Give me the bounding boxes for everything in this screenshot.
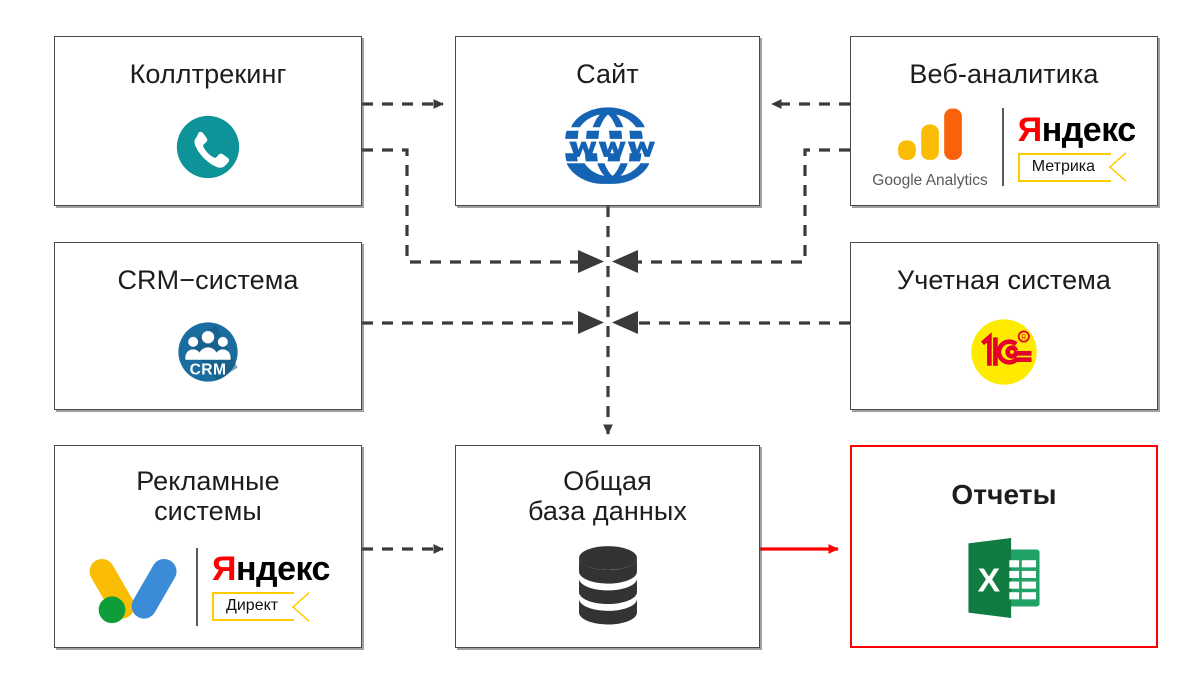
logo-divider bbox=[196, 547, 199, 626]
svg-text:X: X bbox=[978, 562, 1001, 600]
wire-calltracking-to-database bbox=[362, 148, 595, 264]
node-database[interactable]: Общая база данных bbox=[455, 445, 760, 648]
google-analytics-icon: Google Analytics bbox=[872, 105, 988, 190]
node-site-label: Сайт bbox=[576, 59, 639, 89]
1c-icon: R bbox=[851, 295, 1157, 409]
google-ads-icon bbox=[86, 541, 182, 632]
node-ads-label: Рекламные системы bbox=[136, 466, 280, 527]
svg-text:CRM: CRM bbox=[190, 362, 227, 379]
metrica-badge: Метрика bbox=[1017, 152, 1127, 182]
excel-icon: X bbox=[852, 510, 1156, 646]
wire-webanalytics-to-database bbox=[621, 148, 850, 264]
node-reports[interactable]: Отчеты X bbox=[850, 445, 1158, 648]
direct-badge: Директ bbox=[212, 591, 310, 622]
node-ads[interactable]: Рекламные системы Яндекс Директ bbox=[54, 445, 362, 648]
node-webanalytics[interactable]: Веб-аналитика Google Analytics Яндекс Ме… bbox=[850, 36, 1158, 206]
www-globe-icon bbox=[456, 89, 759, 205]
svg-text:R: R bbox=[1021, 335, 1026, 342]
logo-divider bbox=[1001, 108, 1004, 187]
database-cylinder-icon bbox=[456, 526, 759, 647]
node-webanalytics-label: Веб-аналитика bbox=[909, 59, 1099, 89]
node-reports-label: Отчеты bbox=[951, 479, 1057, 510]
yandex-wordmark: Яндекс bbox=[212, 552, 330, 586]
bidirectional-arrowhead-lower bbox=[578, 311, 638, 334]
yandex-wordmark: Яндекс bbox=[1018, 113, 1136, 147]
phone-icon bbox=[55, 89, 361, 205]
node-accounting[interactable]: Учетная система R bbox=[850, 242, 1158, 410]
node-crm[interactable]: CRM−система CRM bbox=[54, 242, 362, 410]
node-crm-label: CRM−система bbox=[117, 265, 299, 295]
yandex-letter-ya: Я bbox=[212, 550, 236, 589]
yandex-wordmark-rest: ндекс bbox=[235, 550, 331, 589]
bidirectional-arrowhead-upper bbox=[578, 250, 638, 273]
crm-people-icon: CRM bbox=[55, 295, 361, 409]
yandex-letter-ya: Я bbox=[1017, 110, 1042, 149]
node-site[interactable]: Сайт bbox=[455, 36, 760, 206]
yandex-wordmark-rest: ндекс bbox=[1041, 110, 1137, 149]
yandex-direct-icon: Яндекс Директ bbox=[212, 552, 330, 622]
node-calltracking[interactable]: Коллтрекинг bbox=[54, 36, 362, 206]
node-accounting-label: Учетная система bbox=[897, 265, 1111, 295]
node-calltracking-label: Коллтрекинг bbox=[129, 59, 287, 89]
yandex-metrica-icon: Яндекс Метрика bbox=[1017, 113, 1136, 182]
node-database-label: Общая база данных bbox=[527, 466, 688, 527]
google-analytics-caption: Google Analytics bbox=[872, 171, 988, 189]
